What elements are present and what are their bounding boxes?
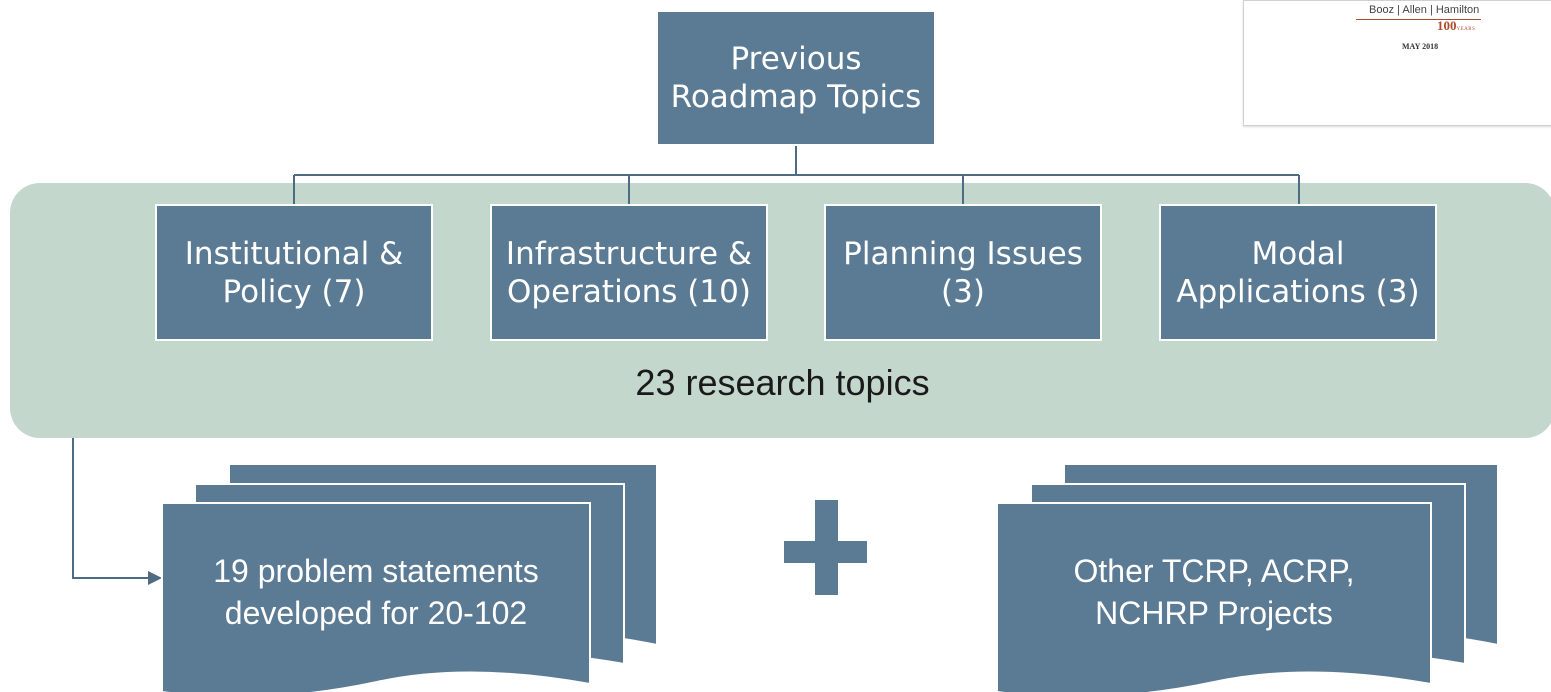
centennial-years: YEARS [1456,27,1476,32]
research-topics-label: 23 research topics [635,362,930,403]
doc-left-line2: developed for 20-102 [225,595,527,631]
category-infrastructure-operations: Infrastructure & Operations (10) [490,204,768,341]
centennial-mark: 100YEARS [1437,18,1475,34]
logo-rule [1356,19,1481,20]
plus-icon [782,498,869,597]
doc-stack-left [161,463,658,692]
category-planning-issues: Planning Issues (3) [824,204,1102,341]
report-cover-thumbnail: Booz | Allen | Hamilton 100YEARS MAY 201… [1243,0,1551,126]
doc-page-front [996,502,1432,692]
company-name: Booz | Allen | Hamilton [1369,4,1480,16]
doc-stack-right [996,463,1499,692]
doc-left-line1: 19 problem statements [213,553,539,589]
doc-right-line2: NCHRP Projects [1095,595,1333,631]
doc-right-line1: Other TCRP, ACRP, [1073,553,1354,589]
doc-page-front [161,502,591,692]
previous-roadmap-topics-box: Previous Roadmap Topics [656,10,936,146]
report-date: MAY 2018 [1402,42,1439,51]
arrow-line [72,438,148,579]
category-modal-applications: Modal Applications (3) [1159,204,1437,341]
arrow-head-icon [148,571,162,585]
category-institutional-policy: Institutional & Policy (7) [155,204,433,341]
centennial-number: 100 [1437,18,1457,33]
